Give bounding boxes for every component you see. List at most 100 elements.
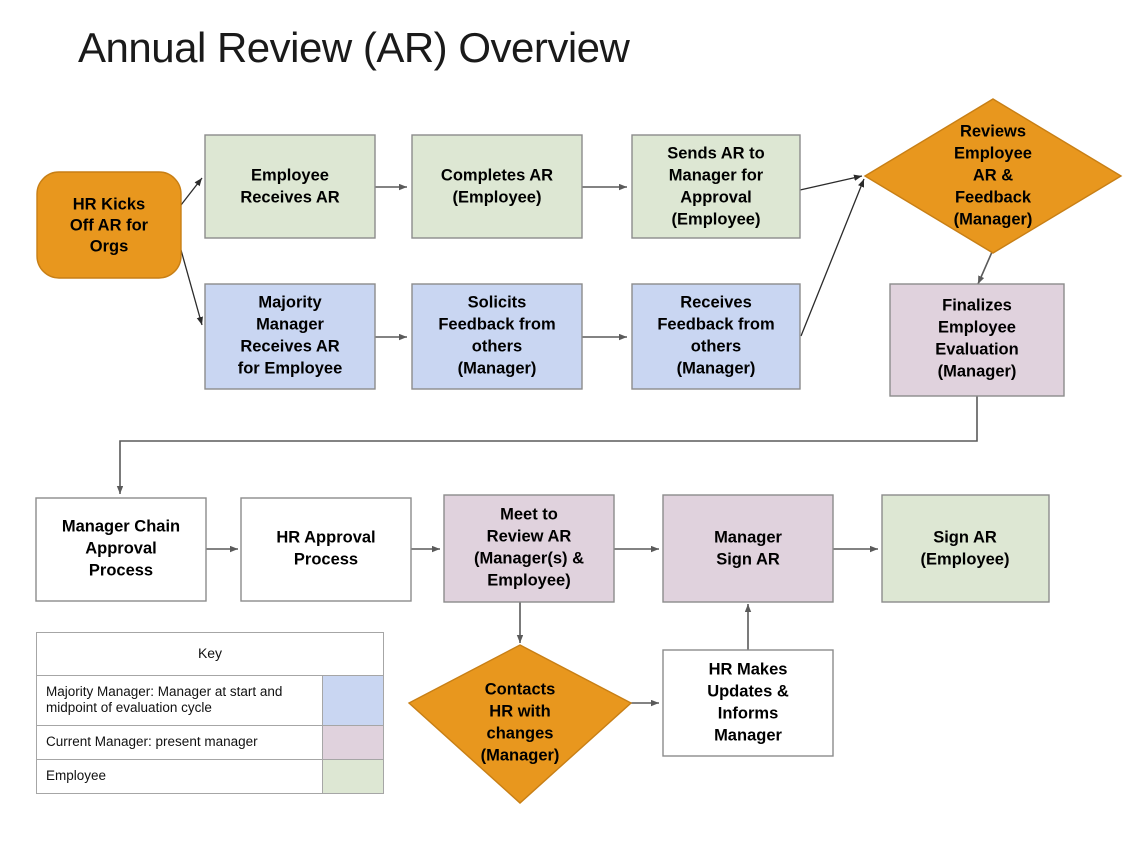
- receives-feedback-line-2: others: [691, 337, 741, 355]
- reviews-employee-line-3: Feedback: [955, 188, 1032, 206]
- node-completes-ar[interactable]: Completes AR (Employee): [411, 134, 583, 239]
- completes-ar-shape[interactable]: [411, 134, 583, 239]
- meet-to-review-line-2: (Manager(s) &: [474, 549, 584, 567]
- completes-ar-line-0: Completes AR: [441, 166, 553, 184]
- key-row-majority-manager: Majority Manager: Manager at start and m…: [36, 674, 384, 727]
- majority-manager-line-2: Receives AR: [240, 337, 339, 355]
- connectors: [116, 174, 993, 707]
- key-row-employee: Employee: [36, 759, 384, 794]
- sends-ar-to-manager-shape[interactable]: [631, 134, 801, 239]
- hr-makes-updates-shape[interactable]: [662, 649, 834, 757]
- solicits-feedback-shape[interactable]: [411, 283, 583, 390]
- finalizes-evaluation-shape[interactable]: [889, 283, 1065, 397]
- majority-manager-line-3: for Employee: [238, 359, 343, 377]
- majority-manager-line-1: Manager: [256, 315, 324, 333]
- node-hr-makes-updates[interactable]: HR Makes Updates & Informs Manager: [662, 649, 834, 757]
- solicits-feedback-line-1: Feedback from: [438, 315, 555, 333]
- hr-approval-line-1: Process: [294, 550, 358, 568]
- reviews-employee-line-0: Reviews: [960, 122, 1026, 140]
- node-hr-approval-process[interactable]: HR Approval Process: [240, 497, 412, 602]
- page-title: Annual Review (AR) Overview: [78, 24, 630, 71]
- sends-ar-line-0: Sends AR to: [667, 144, 764, 162]
- key-swatch-majority-manager: [322, 674, 384, 727]
- employee-receives-ar-shape[interactable]: [204, 134, 376, 239]
- hr-kicks-off-line-2: Orgs: [90, 237, 129, 255]
- node-employee-receives-ar[interactable]: Employee Receives AR: [204, 134, 376, 239]
- key-header-row: Key: [36, 632, 384, 676]
- finalizes-line-0: Finalizes: [942, 296, 1012, 314]
- node-hr-kicks-off[interactable]: HR Kicks Off AR for Orgs: [36, 171, 182, 279]
- sends-ar-line-2: Approval: [680, 188, 752, 206]
- finalizes-line-1: Employee: [938, 318, 1016, 336]
- node-finalizes-evaluation[interactable]: Finalizes Employee Evaluation (Manager): [889, 283, 1065, 397]
- edge-finalizes-to-manager-chain: [116, 396, 978, 494]
- key-label-employee: Employee: [36, 759, 323, 794]
- majority-manager-line-0: Majority: [258, 293, 322, 311]
- reviews-employee-line-2: AR &: [973, 166, 1013, 184]
- key-swatch-employee: [322, 759, 384, 794]
- finalizes-line-2: Evaluation: [935, 340, 1018, 358]
- solicits-feedback-line-2: others: [472, 337, 522, 355]
- node-contacts-hr[interactable]: Contacts HR with changes (Manager): [407, 644, 633, 804]
- receives-feedback-shape[interactable]: [631, 283, 801, 390]
- meet-to-review-line-0: Meet to: [500, 505, 558, 523]
- hr-approval-process-shape[interactable]: [240, 497, 412, 602]
- reviews-employee-line-1: Employee: [954, 144, 1032, 162]
- node-sends-ar-to-manager[interactable]: Sends AR to Manager for Approval (Employ…: [631, 134, 801, 239]
- node-majority-manager-receives[interactable]: Majority Manager Receives AR for Employe…: [204, 283, 376, 390]
- hr-makes-line-2: Informs: [718, 704, 779, 722]
- edge-hr-to-employee-receives: [180, 177, 203, 206]
- key-row-current-manager: Current Manager: present manager: [36, 725, 384, 761]
- meet-to-review-line-3: Employee): [487, 571, 570, 589]
- node-receives-feedback[interactable]: Receives Feedback from others (Manager): [631, 283, 801, 390]
- completes-ar-line-1: (Employee): [453, 188, 542, 206]
- contacts-hr-shape[interactable]: [407, 644, 633, 804]
- meet-to-review-ar-shape[interactable]: [443, 494, 615, 603]
- manager-sign-line-0: Manager: [714, 528, 782, 546]
- manager-chain-line-1: Approval: [85, 539, 157, 557]
- edge-reviews-to-finalizes: [977, 251, 993, 285]
- reviews-employee-ar-shape[interactable]: [863, 98, 1123, 254]
- manager-chain-approval-shape[interactable]: [35, 497, 207, 602]
- edge-receives-feedback-to-reviews: [800, 178, 865, 337]
- edge-sends-to-reviews: [799, 174, 863, 191]
- meet-to-review-line-1: Review AR: [487, 527, 572, 545]
- sign-ar-line-0: Sign AR: [933, 528, 997, 546]
- node-manager-chain-approval[interactable]: Manager Chain Approval Process: [35, 497, 207, 602]
- finalizes-line-3: (Manager): [938, 362, 1017, 380]
- employee-receives-ar-line-1: Receives AR: [240, 188, 339, 206]
- hr-kicks-off-shape[interactable]: [36, 171, 182, 279]
- key-header-label: Key: [36, 632, 384, 676]
- contacts-hr-line-3: (Manager): [481, 746, 560, 764]
- employee-receives-ar-line-0: Employee: [251, 166, 329, 184]
- sends-ar-line-1: Manager for: [669, 166, 764, 184]
- hr-makes-line-0: HR Makes: [709, 660, 788, 678]
- manager-chain-line-0: Manager Chain: [62, 517, 180, 535]
- majority-manager-receives-shape[interactable]: [204, 283, 376, 390]
- key-label-current-manager: Current Manager: present manager: [36, 725, 323, 761]
- sends-ar-line-3: (Employee): [672, 210, 761, 228]
- sign-ar-employee-shape[interactable]: [881, 494, 1050, 603]
- reviews-employee-line-4: (Manager): [954, 210, 1033, 228]
- hr-makes-line-1: Updates &: [707, 682, 789, 700]
- key-label-majority-manager: Majority Manager: Manager at start and m…: [36, 674, 323, 727]
- sign-ar-line-1: (Employee): [921, 550, 1010, 568]
- solicits-feedback-line-0: Solicits: [468, 293, 527, 311]
- contacts-hr-line-0: Contacts: [485, 680, 556, 698]
- node-meet-to-review-ar[interactable]: Meet to Review AR (Manager(s) & Employee…: [443, 494, 615, 603]
- node-solicits-feedback[interactable]: Solicits Feedback from others (Manager): [411, 283, 583, 390]
- hr-kicks-off-line-1: Off AR for: [70, 216, 149, 234]
- manager-sign-ar-shape[interactable]: [662, 494, 834, 603]
- contacts-hr-line-2: changes: [487, 724, 554, 742]
- key-swatch-current-manager: [322, 725, 384, 761]
- hr-kicks-off-line-0: HR Kicks: [73, 195, 145, 213]
- node-sign-ar-employee[interactable]: Sign AR (Employee): [881, 494, 1050, 603]
- node-reviews-employee-ar[interactable]: Reviews Employee AR & Feedback (Manager): [863, 98, 1123, 254]
- contacts-hr-line-1: HR with: [489, 702, 550, 720]
- node-manager-sign-ar[interactable]: Manager Sign AR: [662, 494, 834, 603]
- hr-makes-line-3: Manager: [714, 726, 782, 744]
- receives-feedback-line-1: Feedback from: [657, 315, 774, 333]
- manager-chain-line-2: Process: [89, 561, 153, 579]
